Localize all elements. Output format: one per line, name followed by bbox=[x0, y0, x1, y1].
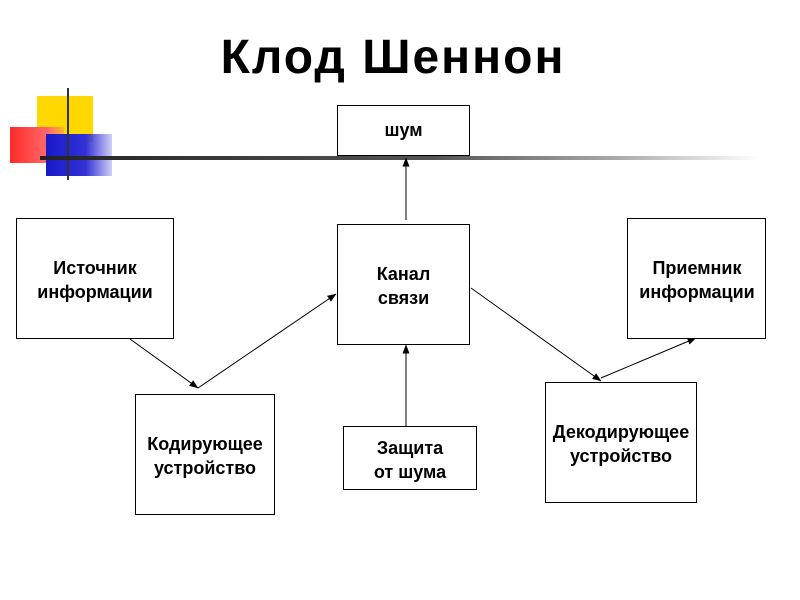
node-channel-label: Канал связи bbox=[376, 264, 431, 308]
node-decoder bbox=[545, 382, 697, 503]
node-receiver bbox=[627, 218, 766, 339]
decor-blue-square bbox=[46, 134, 112, 176]
node-protection-label: Защита от шума bbox=[373, 438, 447, 482]
node-source-label: Источник информации bbox=[37, 258, 153, 302]
node-noise bbox=[337, 105, 470, 156]
page-title: Клод Шеннон bbox=[220, 31, 566, 84]
node-protection bbox=[343, 426, 477, 490]
arrow-decoder-to-receiver bbox=[600, 337, 697, 379]
node-noise-label: шум bbox=[384, 120, 423, 140]
node-channel bbox=[337, 224, 470, 345]
arrow-channel-to-decoder bbox=[470, 287, 602, 382]
decor-horizontal-line bbox=[40, 156, 760, 160]
node-encoder bbox=[135, 394, 275, 515]
node-decoder-label: Декодирующее устройство bbox=[552, 422, 690, 466]
arrow-source-to-encoder bbox=[129, 338, 199, 389]
decor-vertical-line bbox=[67, 88, 69, 180]
node-receiver-label: Приемник информации bbox=[639, 258, 755, 302]
node-source bbox=[16, 218, 174, 339]
arrow-encoder-to-channel bbox=[197, 293, 337, 389]
node-encoder-label: Кодирующее устройство bbox=[147, 434, 263, 478]
